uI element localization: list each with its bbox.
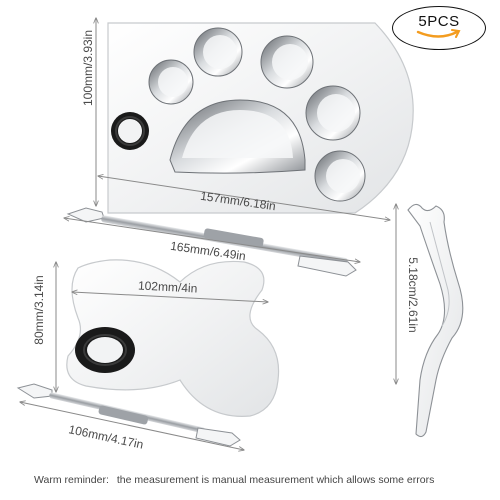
smile-arrow-icon xyxy=(416,29,461,38)
quantity-badge: 5PCS xyxy=(392,6,486,50)
notice-label: Warm reminder: xyxy=(34,474,109,486)
palette-large-well xyxy=(169,99,306,174)
lash-applicator-tweezer xyxy=(407,203,464,438)
palette-well xyxy=(260,35,314,89)
spatula-length-dimension xyxy=(64,218,360,262)
measurement-notice: Warm reminder: the measurement is manual … xyxy=(34,474,494,486)
finger-ring xyxy=(75,327,135,373)
small-spatula-length-dimension xyxy=(20,402,244,450)
palette-well xyxy=(148,59,194,105)
notice-text: the measurement is manual measurement wh… xyxy=(116,474,435,486)
palette-height-label: 100mm/3.93in xyxy=(81,29,95,107)
palette-well xyxy=(314,150,366,202)
palette-well xyxy=(305,85,361,141)
butterfly-height-label: 80mm/3.14in xyxy=(32,275,46,345)
tweezer-length-label: 5.18cm/2.61in xyxy=(406,257,420,333)
palette-well xyxy=(193,27,243,77)
palette-width-dimension xyxy=(98,176,390,220)
finger-ring xyxy=(111,112,149,150)
badge-label: 5PCS xyxy=(418,13,460,30)
butterfly-width-dimension xyxy=(72,292,268,302)
badge-outline xyxy=(392,6,486,50)
